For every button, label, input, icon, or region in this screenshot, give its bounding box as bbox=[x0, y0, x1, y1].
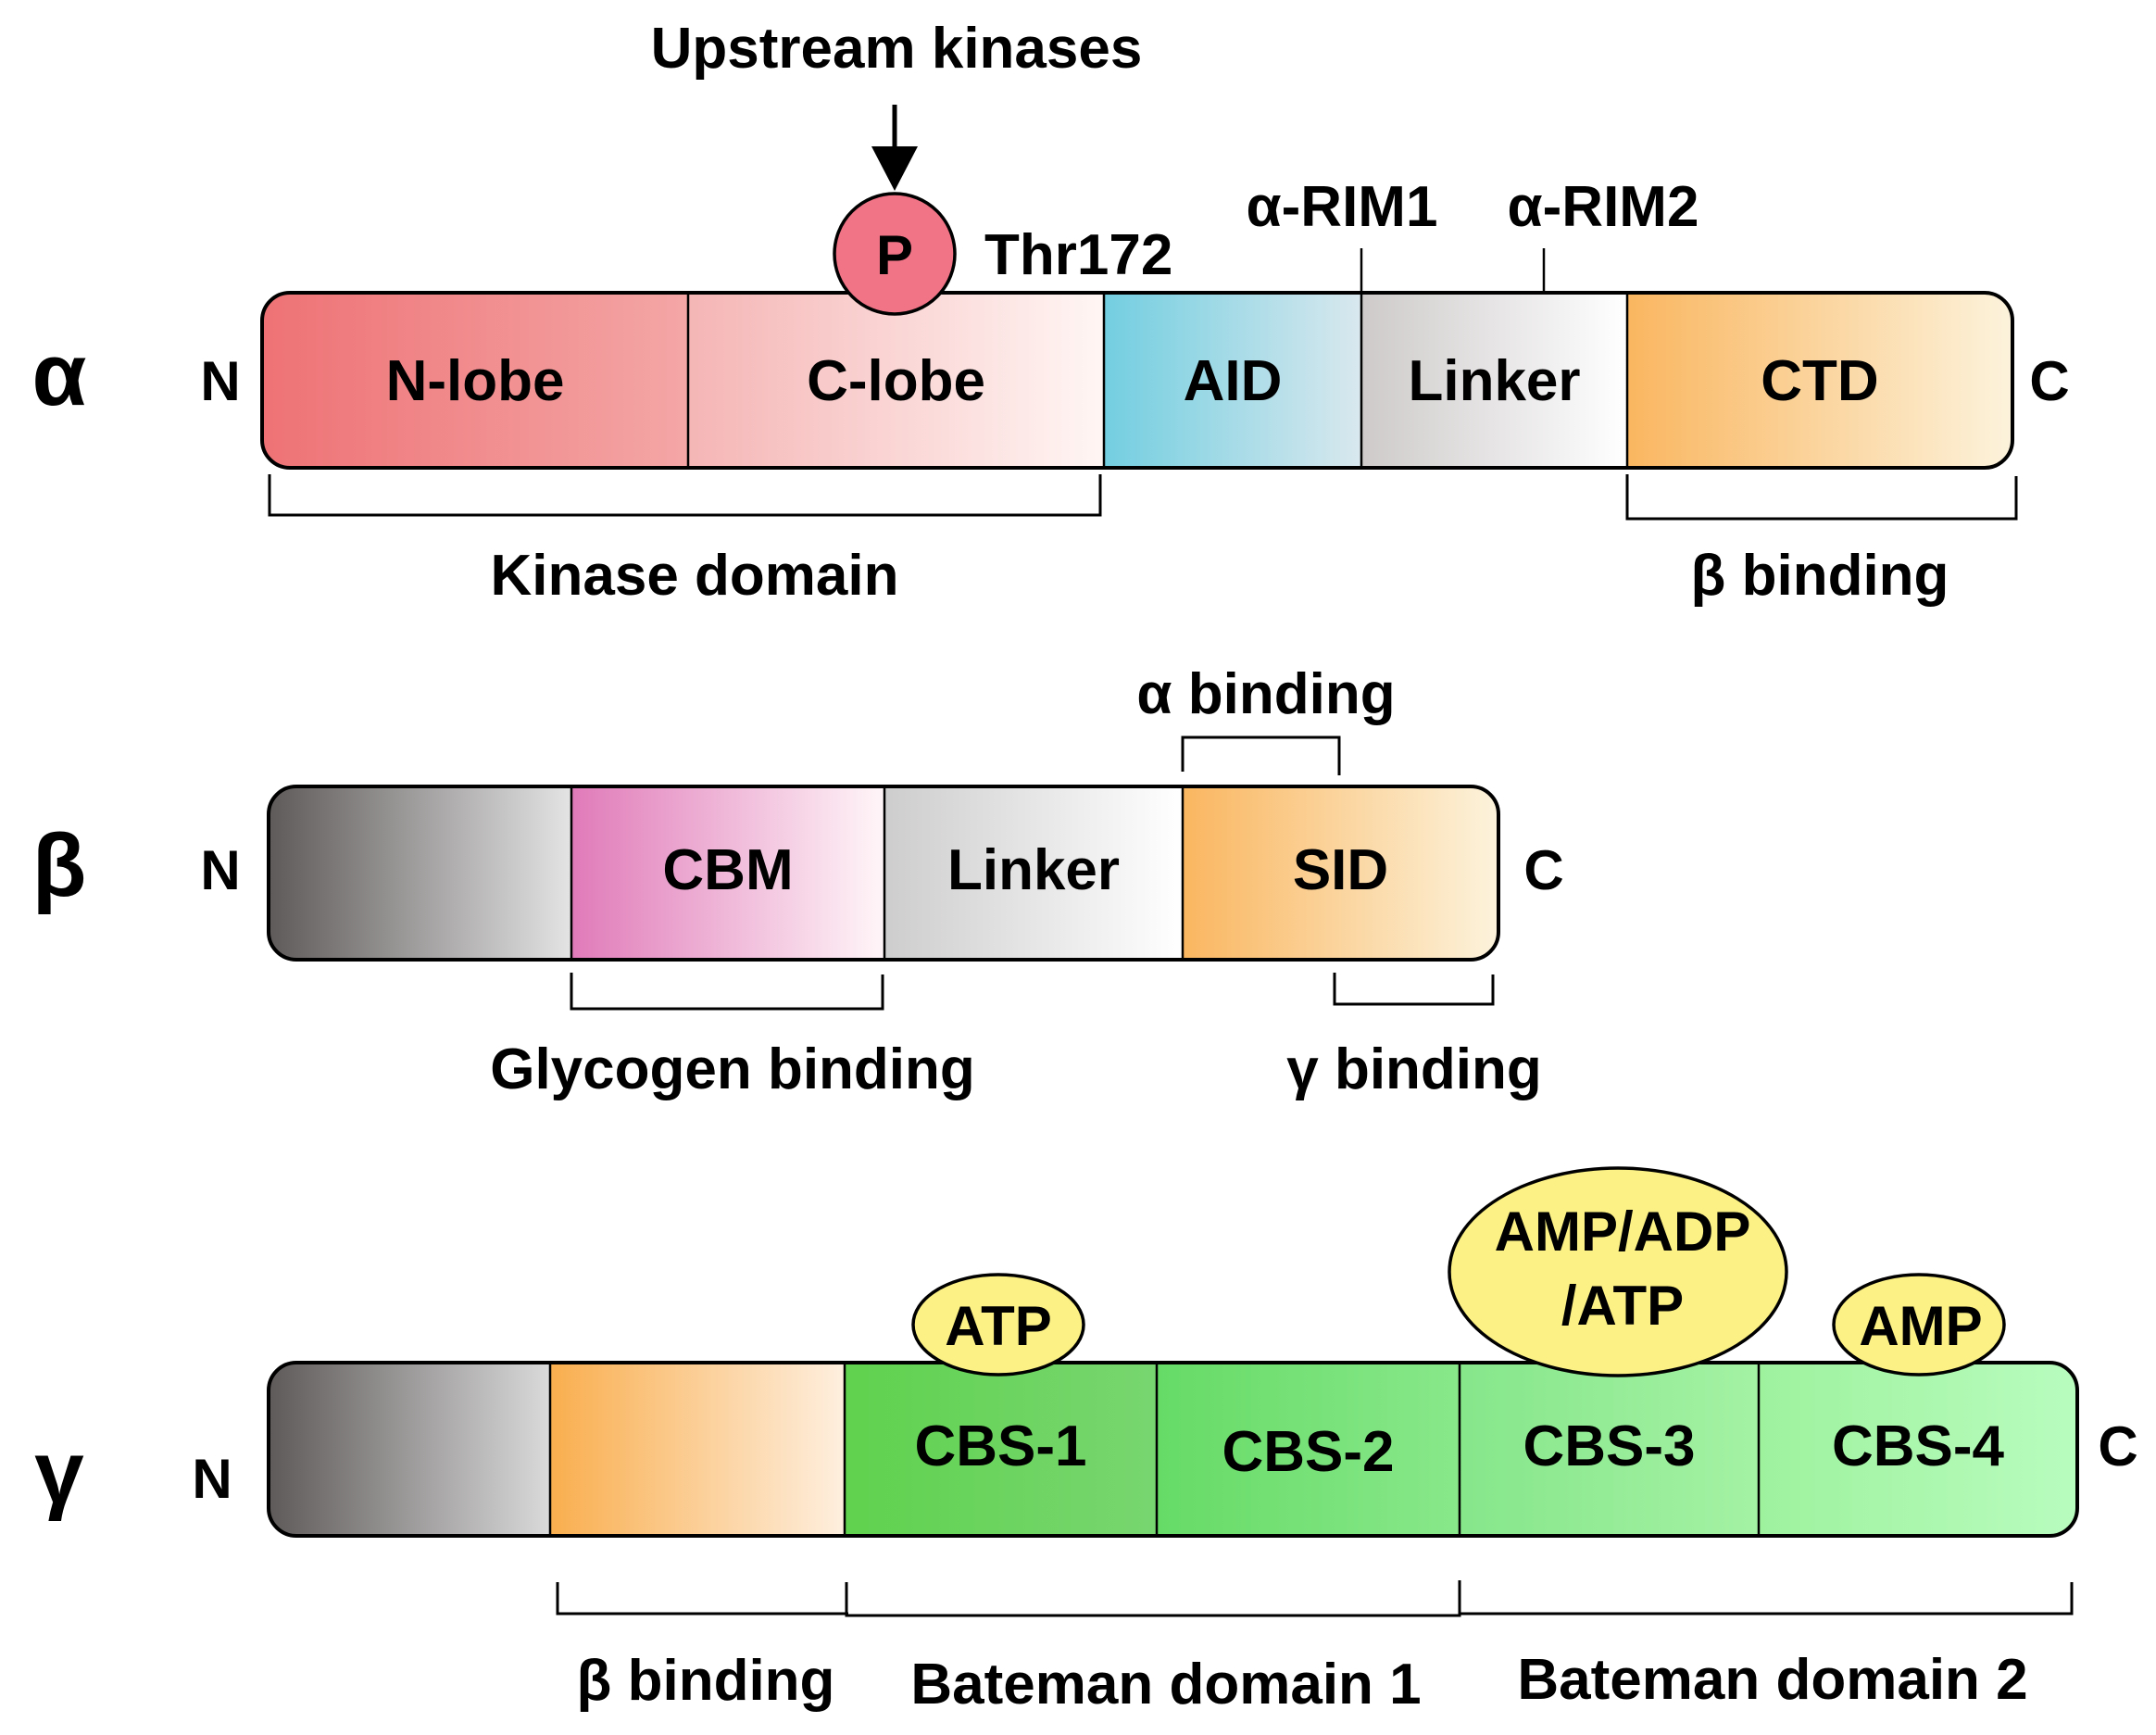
gamma-binding-label: γ binding bbox=[1286, 1037, 1542, 1101]
alpha-linker-domain bbox=[1361, 293, 1627, 468]
gamma-cbs-4-label: CBS-4 bbox=[1832, 1414, 2005, 1478]
thr172-label: Thr172 bbox=[984, 223, 1172, 287]
beta-segment-1-domain bbox=[269, 786, 571, 960]
phosphate-symbol: P bbox=[876, 224, 913, 286]
gamma-cbs-3-label: CBS-3 bbox=[1523, 1414, 1695, 1478]
gamma-binding-bracket bbox=[1333, 973, 1495, 1006]
alpha-ctd-label: CTD bbox=[1761, 349, 1878, 413]
kinase-domain-label: Kinase domain bbox=[491, 544, 899, 608]
alpha-c-lobe-label: C-lobe bbox=[807, 349, 985, 413]
amp-ligand-label: AMP bbox=[1859, 1295, 1982, 1357]
beta-linker-label: Linker bbox=[947, 838, 1120, 902]
beta-cbm-label: CBM bbox=[662, 838, 793, 902]
gamma-segment-1-domain bbox=[269, 1363, 550, 1536]
beta-sid-label: SID bbox=[1293, 838, 1388, 902]
amp-ligand bbox=[1832, 1273, 2006, 1377]
alpha-n-lobe-label: N-lobe bbox=[386, 349, 565, 413]
beta-sid-domain bbox=[1183, 786, 1498, 960]
gamma-cbs-2-label: CBS-2 bbox=[1222, 1420, 1394, 1484]
gamma-beta-binding-label: β binding bbox=[577, 1649, 835, 1713]
kinase-domain-bracket bbox=[268, 474, 1102, 517]
arrow-down-icon bbox=[871, 146, 918, 191]
gamma-cbs-4-domain bbox=[1759, 1363, 2077, 1536]
atp-ligand-label: ATP bbox=[945, 1295, 1052, 1357]
bateman-domain-1-label: Bateman domain 1 bbox=[910, 1653, 1421, 1716]
alpha-symbol: α bbox=[31, 325, 86, 424]
alpha-beta-binding-bracket bbox=[1625, 474, 2018, 521]
amp-adp-atp-ligand-line1: AMP/ADP bbox=[1495, 1201, 1751, 1263]
beta-subunit: β N C α binding Glycogen binding γ bindi… bbox=[32, 662, 1564, 1101]
gamma-subunit: γ N C β binding Bateman domain 1 Bateman… bbox=[34, 1166, 2138, 1716]
alpha-n-lobe-domain bbox=[262, 293, 688, 468]
amp-adp-atp-ligand-line2: /ATP bbox=[1561, 1275, 1684, 1337]
beta-cbm-domain bbox=[571, 786, 884, 960]
alpha-aid-label: AID bbox=[1184, 349, 1283, 413]
alpha-n-terminus: N bbox=[200, 350, 240, 412]
alpha-linker-label: Linker bbox=[1408, 349, 1580, 413]
gamma-beta-binding-bracket bbox=[556, 1582, 848, 1616]
alpha-binding-bracket bbox=[1181, 735, 1341, 775]
alpha-beta-binding-label: β binding bbox=[1691, 544, 1949, 608]
alpha-c-lobe-domain bbox=[688, 293, 1104, 468]
alpha-rim2-label: α-RIM2 bbox=[1508, 175, 1699, 239]
alpha-ctd-domain bbox=[1627, 293, 2012, 468]
beta-linker-domain bbox=[884, 786, 1183, 960]
gamma-bar-outline bbox=[267, 1361, 2079, 1538]
alpha-subunit: α N C α-RIM1 α-RIM2 Upstream kinases Thr… bbox=[31, 17, 2069, 608]
phosphate-circle bbox=[833, 192, 957, 316]
atp-ligand bbox=[911, 1273, 1085, 1377]
alpha-rim1-label: α-RIM1 bbox=[1247, 175, 1438, 239]
gamma-cbs-3-domain bbox=[1460, 1363, 1759, 1536]
beta-n-terminus: N bbox=[200, 839, 240, 901]
beta-symbol: β bbox=[32, 816, 87, 915]
gamma-cbs-1-label: CBS-1 bbox=[914, 1414, 1086, 1478]
upstream-kinases-label: Upstream kinases bbox=[651, 17, 1143, 81]
beta-c-terminus: C bbox=[1523, 839, 1563, 901]
alpha-aid-domain bbox=[1104, 293, 1361, 468]
glycogen-binding-bracket bbox=[570, 973, 884, 1011]
gamma-cbs-1-domain bbox=[845, 1363, 1157, 1536]
bateman-domain-1-bracket bbox=[845, 1580, 1461, 1617]
gamma-symbol: γ bbox=[34, 1423, 84, 1522]
gamma-n-terminus: N bbox=[192, 1448, 232, 1510]
amp-adp-atp-ligand bbox=[1448, 1166, 1788, 1377]
beta-bar-outline bbox=[267, 785, 1500, 962]
bateman-domain-2-bracket bbox=[1460, 1582, 2074, 1616]
alpha-binding-label: α binding bbox=[1136, 662, 1395, 726]
gamma-cbs-2-domain bbox=[1157, 1363, 1460, 1536]
gamma-c-terminus: C bbox=[2098, 1415, 2137, 1477]
bateman-domain-2-label: Bateman domain 2 bbox=[1517, 1648, 2027, 1712]
glycogen-binding-label: Glycogen binding bbox=[490, 1037, 975, 1101]
gamma-segment-2-domain bbox=[550, 1363, 845, 1536]
alpha-bar-outline bbox=[260, 291, 2014, 470]
alpha-c-terminus: C bbox=[2029, 350, 2069, 412]
